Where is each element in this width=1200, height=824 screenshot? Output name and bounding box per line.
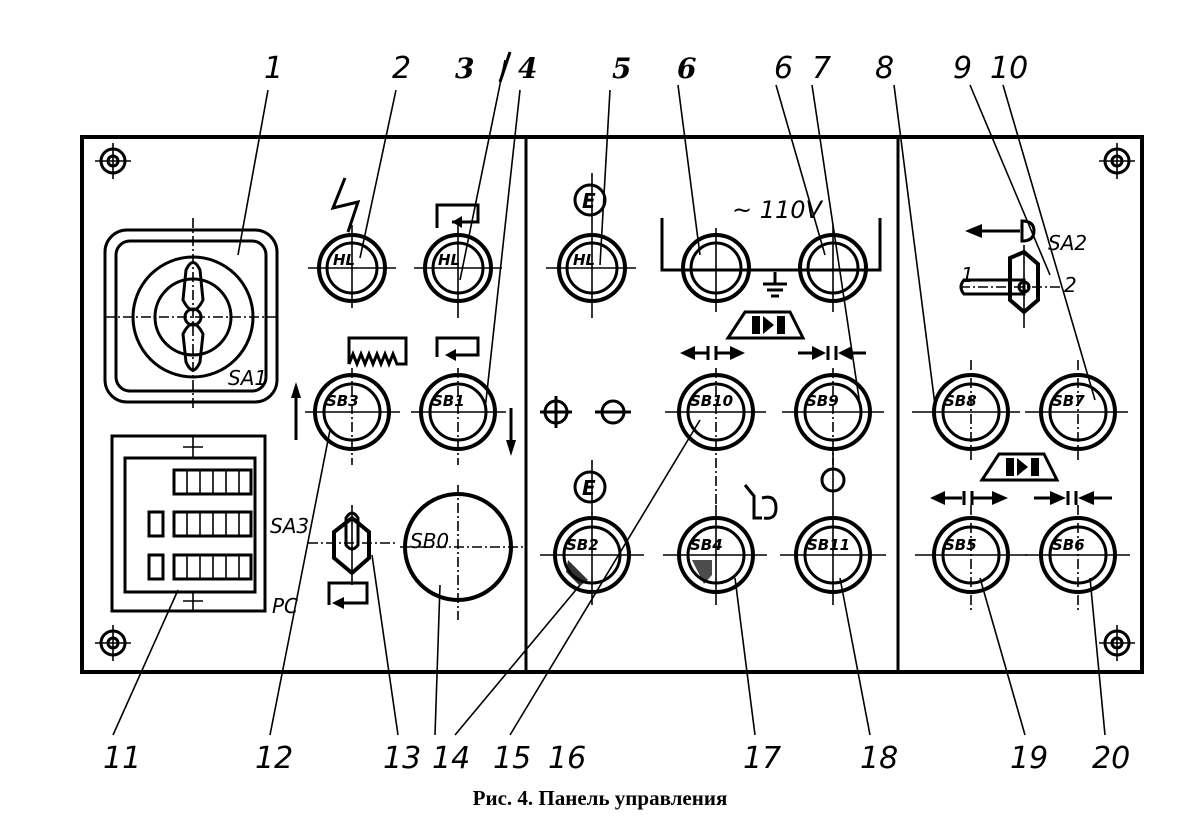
svg-text:6: 6 (677, 52, 696, 85)
svg-text:SB9: SB9 (806, 392, 839, 410)
e-symbol-icon (573, 183, 607, 217)
svg-text:20: 20 (1092, 741, 1130, 776)
leader-lines-bottom (112, 419, 1106, 736)
indicator-lamp-hl2: HL (414, 203, 502, 318)
button-sb6[interactable]: SB6 (1025, 491, 1130, 612)
power-socket-group: ~ 110V (660, 196, 882, 312)
mount-hole-icon (1099, 625, 1135, 661)
svg-text:15: 15 (493, 741, 531, 776)
svg-text:10: 10 (990, 51, 1028, 86)
svg-text:SB10: SB10 (690, 392, 733, 410)
svg-text:16: 16 (548, 741, 586, 776)
svg-text:E: E (582, 476, 596, 500)
mode-switch-sa2[interactable]: SA2 1 2 (959, 219, 1087, 328)
svg-text:6: 6 (774, 51, 793, 86)
mount-hole-icon (95, 143, 131, 179)
svg-text:SB11: SB11 (807, 536, 850, 554)
main-switch-sa1[interactable]: SA1 (103, 218, 280, 410)
svg-text:HL: HL (438, 251, 460, 269)
svg-text:18: 18 (860, 741, 898, 776)
emergency-stop-sb0[interactable]: SB0 (400, 485, 526, 620)
button-sb4[interactable]: SB4 (663, 484, 778, 605)
svg-text:5: 5 (612, 52, 631, 85)
clamp-symbol-icon (979, 452, 1060, 482)
svg-text:13: 13 (383, 741, 421, 776)
main-switch-label: SA1 (228, 366, 267, 390)
svg-text:SB5: SB5 (944, 536, 977, 554)
button-sb11[interactable]: SB11 (780, 448, 886, 605)
button-sb7[interactable]: SB7 (1025, 360, 1128, 460)
button-sb2[interactable]: E SB2 (540, 460, 644, 605)
arrow-down-icon (506, 440, 516, 456)
svg-text:3: 3 (455, 52, 474, 85)
svg-text:4: 4 (518, 52, 537, 85)
svg-text:7: 7 (812, 51, 831, 86)
svg-text:1: 1 (961, 263, 974, 287)
svg-text:E: E (582, 189, 596, 213)
svg-text:8: 8 (875, 51, 894, 86)
svg-text:1: 1 (264, 51, 283, 86)
arrow-up-icon (291, 382, 301, 398)
button-sb10[interactable]: SB10 (665, 346, 766, 505)
svg-text:17: 17 (743, 741, 781, 776)
svg-text:HL: HL (573, 251, 595, 269)
svg-text:SB1: SB1 (432, 392, 465, 410)
return-cycle-icon (435, 336, 480, 357)
feed-cycle-icon (435, 203, 480, 228)
button-sb8[interactable]: SB8 (912, 360, 1020, 460)
svg-text:SB4: SB4 (690, 536, 723, 554)
svg-text:SB8: SB8 (944, 392, 977, 410)
svg-text:19: 19 (1010, 741, 1048, 776)
svg-text:HL: HL (333, 251, 355, 269)
button-sb5[interactable]: SB5 (915, 491, 1027, 612)
button-sb3[interactable]: SB3 (291, 336, 408, 465)
relay-block-label: SA3 (270, 514, 309, 538)
svg-text:SB6: SB6 (1052, 536, 1085, 554)
svg-text:2: 2 (392, 51, 411, 86)
svg-text:2: 2 (1064, 273, 1077, 297)
mode-switch-label: SA2 (1048, 231, 1087, 255)
mount-hole-icon (1099, 143, 1135, 179)
clamp-symbol-icon (725, 310, 806, 340)
svg-text:SB7: SB7 (1052, 392, 1085, 410)
button-sb1[interactable]: SB1 (411, 336, 516, 465)
toggle-switch[interactable] (308, 505, 396, 609)
spindle-icon (743, 484, 778, 520)
svg-text:14: 14 (432, 741, 470, 776)
lightning-icon (330, 177, 361, 233)
svg-text:9: 9 (953, 51, 972, 86)
svg-text:SB3: SB3 (326, 392, 359, 410)
polarity-symbols (540, 396, 631, 428)
ground-icon (763, 272, 787, 298)
callouts-top: 1 2 3 4 5 6 6 7 8 9 10 (264, 51, 1028, 86)
socket-left[interactable] (681, 228, 751, 312)
e-symbol-icon (573, 470, 607, 504)
indicator-lamp-hl3: E HL (546, 173, 636, 318)
socket-right[interactable] (798, 225, 868, 312)
figure-caption: Рис. 4. Панель управления (473, 786, 728, 810)
panel-outline (80, 135, 1144, 674)
leader-lines-top (237, 59, 1096, 411)
svg-text:12: 12 (255, 741, 293, 776)
svg-text:11: 11 (103, 741, 141, 776)
callouts-bottom: 11 12 13 14 15 16 17 18 19 20 (103, 741, 1130, 776)
mount-hole-icon (95, 625, 131, 661)
return-arrow-icon (327, 581, 369, 605)
svg-text:SB0: SB0 (410, 529, 449, 553)
svg-text:SB2: SB2 (566, 536, 599, 554)
relay-block-sa3: SA3 PC (110, 434, 309, 618)
button-sb9[interactable]: SB9 (782, 346, 884, 465)
voltage-label: ~ 110V (732, 196, 824, 224)
rapid-traverse-icon (347, 336, 408, 369)
indicator-lamp-hl1: HL (308, 177, 396, 308)
